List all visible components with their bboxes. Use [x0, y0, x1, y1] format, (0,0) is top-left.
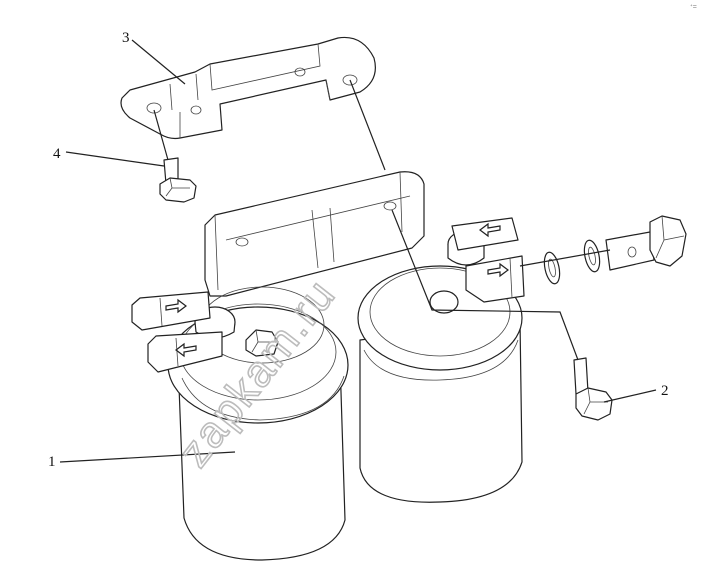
outlet-fitting-lower [465, 255, 525, 303]
center-nut [245, 329, 279, 357]
banjo-bolt [605, 215, 687, 271]
inlet-fitting-lower [147, 331, 223, 373]
filter-head [204, 171, 425, 297]
bolt-2 [573, 357, 613, 421]
bolt-4 [159, 157, 197, 203]
washer-2 [583, 239, 601, 273]
callout-4: 4 [53, 146, 61, 162]
callout-2: 2 [661, 383, 669, 399]
assembly-lines [153, 79, 611, 361]
bracket-plate [120, 36, 376, 140]
callout-3: 3 [122, 30, 130, 46]
inlet-fitting-upper [131, 291, 211, 331]
corner-mark: ᐩ= [690, 4, 697, 11]
washer-1 [543, 251, 561, 285]
outlet-fitting-upper [451, 217, 519, 251]
leader-lines [59, 39, 657, 463]
callout-1: 1 [48, 454, 56, 470]
